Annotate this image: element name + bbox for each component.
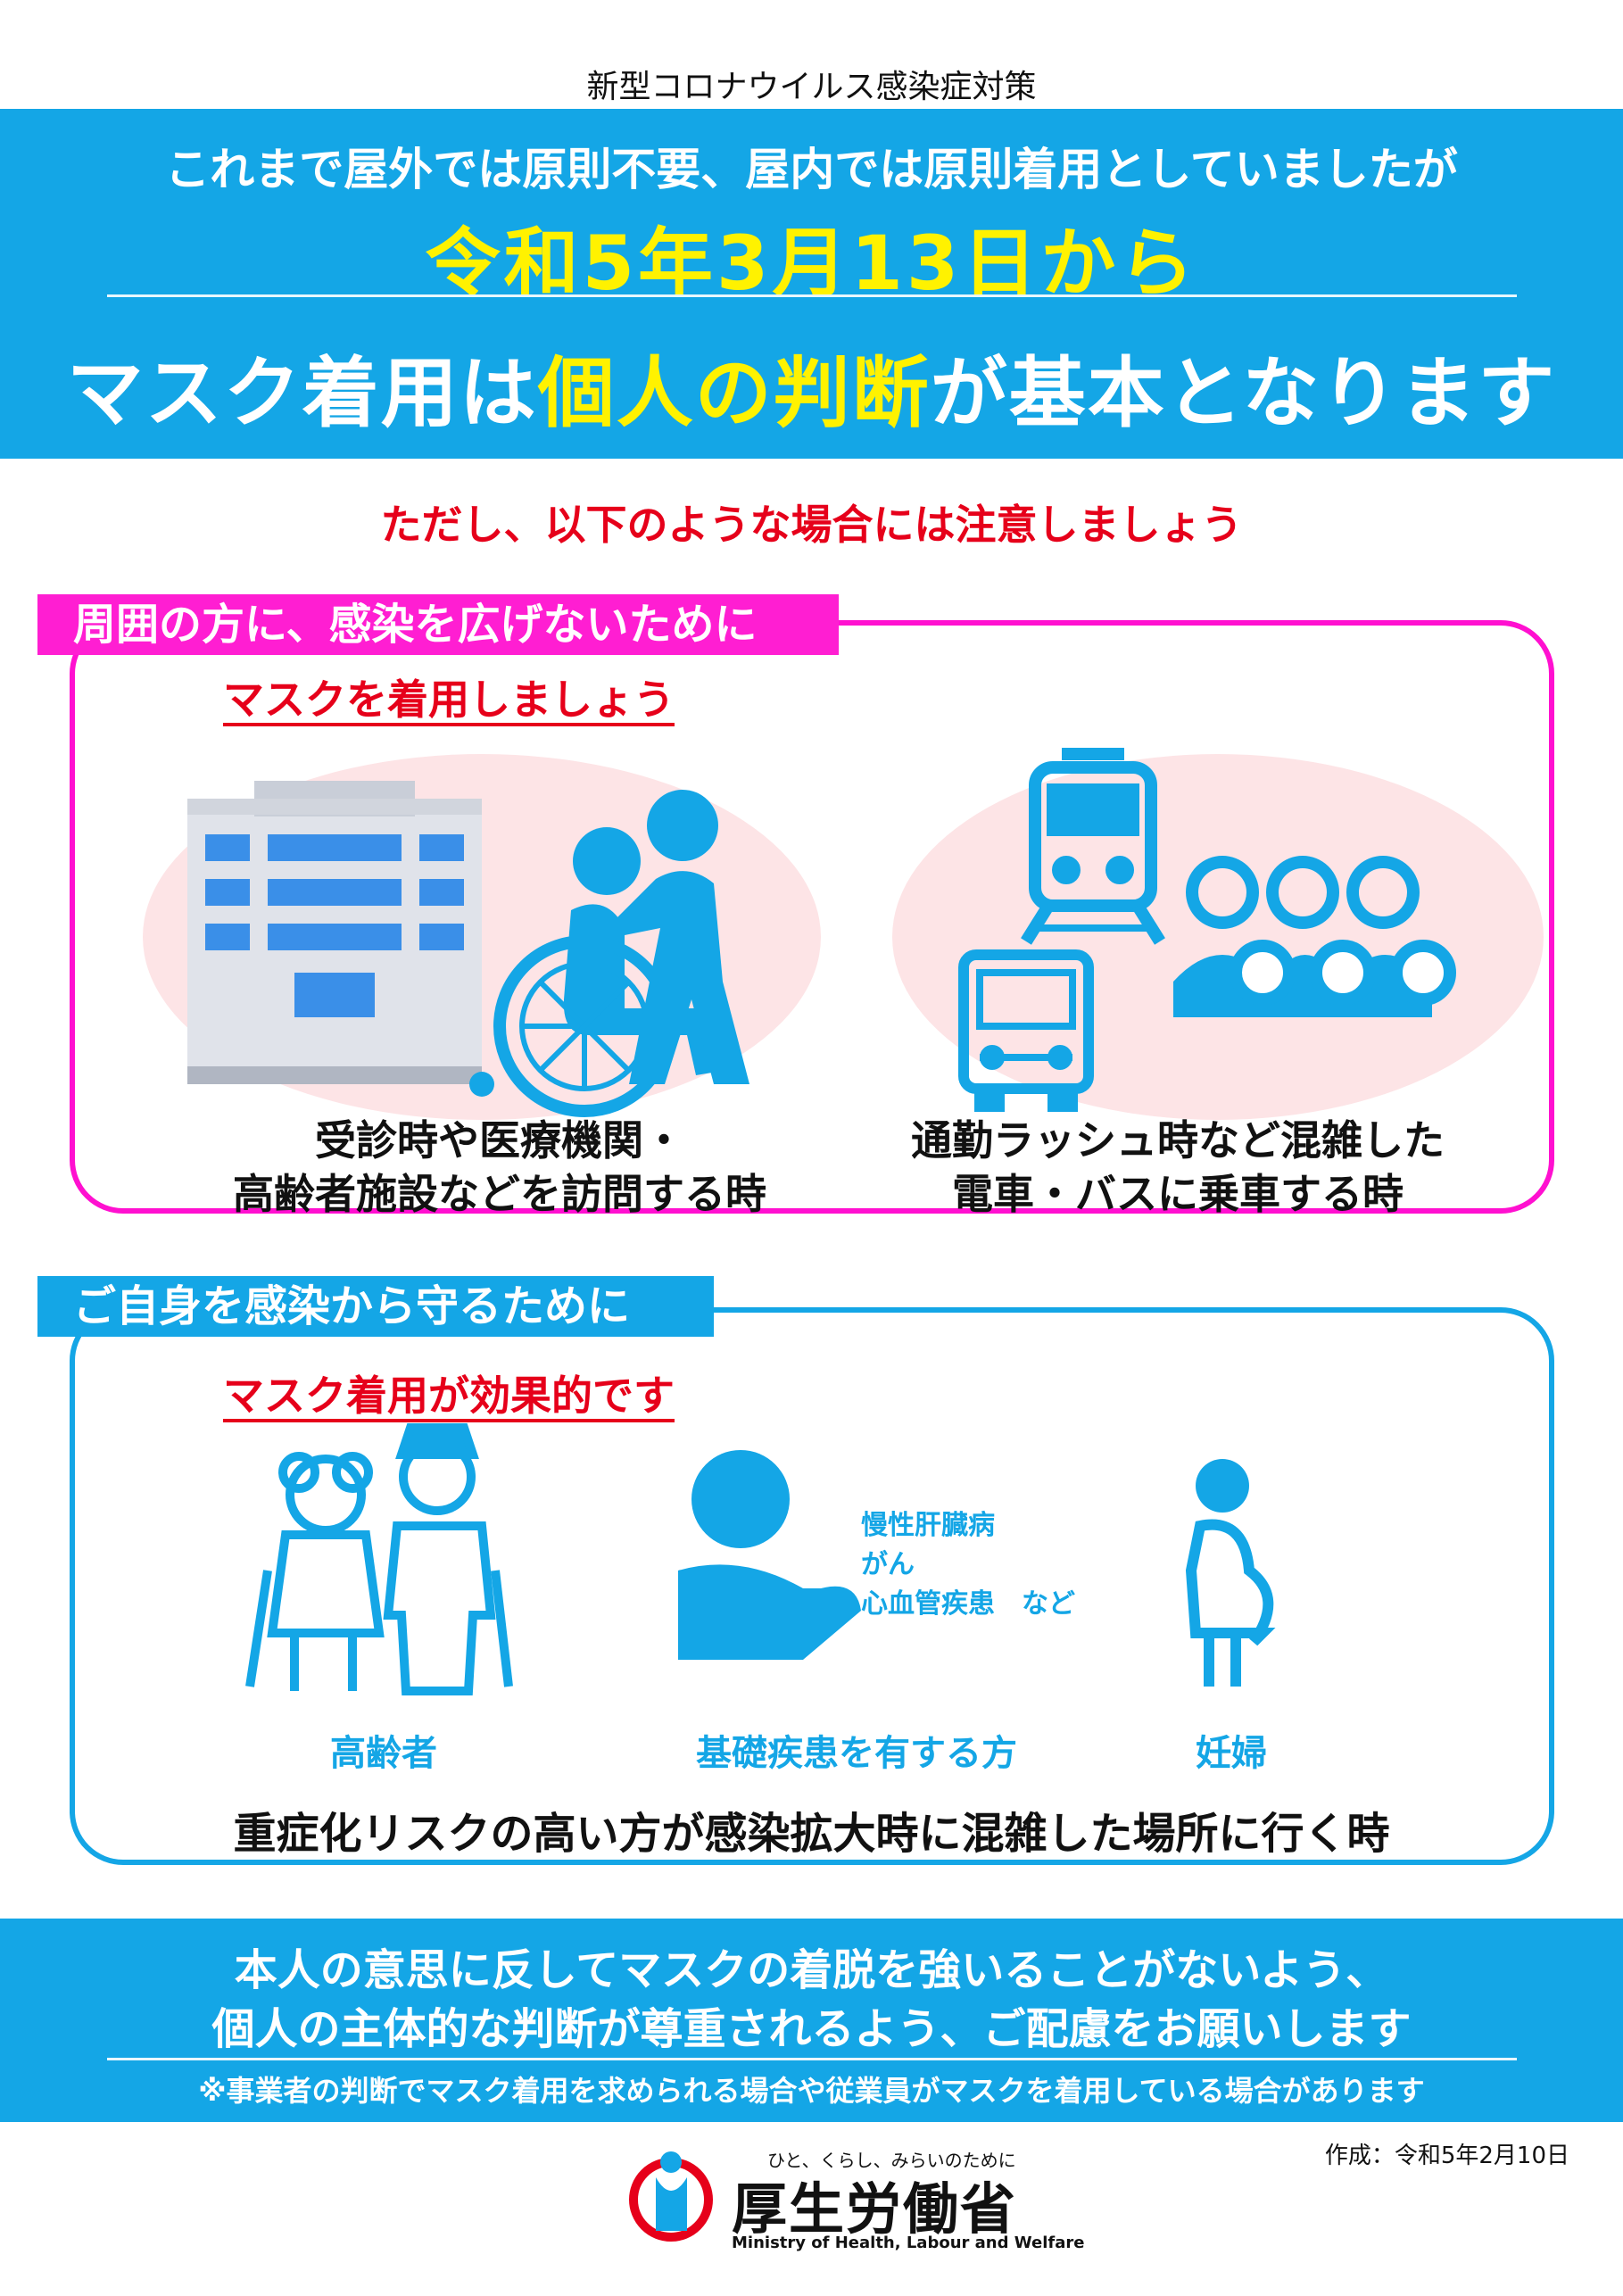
disease-list: 慢性肝臓病 がん 心血管疾患 など xyxy=(861,1506,1075,1624)
header-banner xyxy=(0,109,1623,459)
effective-date: 令和5年3月13日から xyxy=(425,220,1198,307)
footer-note: ※事業者の判断でマスク着用を求められる場合や従業員がマスクを着用している場合があ… xyxy=(198,2074,1425,2108)
wheelchair-icon xyxy=(469,790,749,1117)
logo-name: 厚生労働省 xyxy=(732,2176,1018,2242)
disease-item: がん xyxy=(861,1549,915,1580)
mhlw-logo-icon xyxy=(629,2151,713,2242)
section2-box xyxy=(70,1307,1554,1865)
disease-item: 心血管疾患 など xyxy=(861,1588,1075,1620)
footer-line1: 本人の意思に反してマスクの着脱を強いることがないよう、 xyxy=(234,1945,1389,1995)
disease-item: 慢性肝臓病 xyxy=(861,1510,995,1541)
footer-line2: 個人の主体的な判断が尊重されるよう、ご配慮をお願いします xyxy=(211,2004,1412,2054)
section2-tab: ご自身を感染から守るために xyxy=(37,1276,714,1337)
hospital-icon xyxy=(187,781,482,1084)
caption-elderly: 高齢者 xyxy=(330,1733,437,1774)
caption-pregnant: 妊婦 xyxy=(1196,1733,1267,1774)
headline-highlight: 個人の判断 xyxy=(537,349,931,438)
train-icon xyxy=(1021,748,1165,945)
crowd-icon xyxy=(1173,856,1456,1017)
caption-transit-line2: 電車・バスに乗車する時 xyxy=(952,1170,1404,1218)
caption-transit-line1: 通勤ラッシュ時など混雑した xyxy=(911,1116,1445,1165)
section2-subtitle: マスク着用が効果的です xyxy=(223,1372,675,1420)
caption-medical-line1: 受診時や医療機関・ xyxy=(315,1116,684,1165)
caption-medical-visit: 受診時や医療機関・ 高齢者施設などを訪問する時 xyxy=(161,1114,839,1221)
headline: マスク着用は個人の判断が基本となります xyxy=(0,330,1623,442)
caution-text: ただし、以下のような場合には注意しましょう xyxy=(380,501,1243,549)
header-line1: これまで屋外では原則不要、屋内では原則着用としていましたが xyxy=(165,144,1458,195)
section1-subtitle: マスクを着用しましょう xyxy=(223,676,675,724)
header-divider xyxy=(107,294,1517,297)
created-date: 作成：令和5年2月10日 xyxy=(1324,2143,1569,2169)
elderly-couple-icon xyxy=(245,1423,513,1695)
section1-tab: 周囲の方に、感染を広げないために xyxy=(37,594,839,655)
footer-banner xyxy=(0,1919,1623,2122)
footer-divider xyxy=(107,2058,1517,2060)
bus-icon xyxy=(958,949,1094,1112)
caption-transit: 通勤ラッシュ時など混雑した 電車・バスに乗車する時 xyxy=(839,1114,1517,1221)
logo-tagline: ひと、くらし、みらいのために xyxy=(767,2150,1016,2171)
patient-icon xyxy=(678,1450,861,1660)
caption-underlying: 基礎疾患を有する方 xyxy=(696,1733,1017,1774)
headline-post: が基本となります xyxy=(930,349,1557,438)
headline-pre: マスク着用は xyxy=(66,349,538,438)
caption-medical-line2: 高齢者施設などを訪問する時 xyxy=(233,1170,766,1218)
risk-statement: 重症化リスクの高い方が感染拡大時に混雑した場所に行く時 xyxy=(233,1809,1390,1859)
top-caption: 新型コロナウイルス感染症対策 xyxy=(586,69,1037,105)
logo-english: Ministry of Health, Labour and Welfare xyxy=(732,2234,1085,2252)
pregnant-woman-icon xyxy=(1185,1459,1276,1687)
